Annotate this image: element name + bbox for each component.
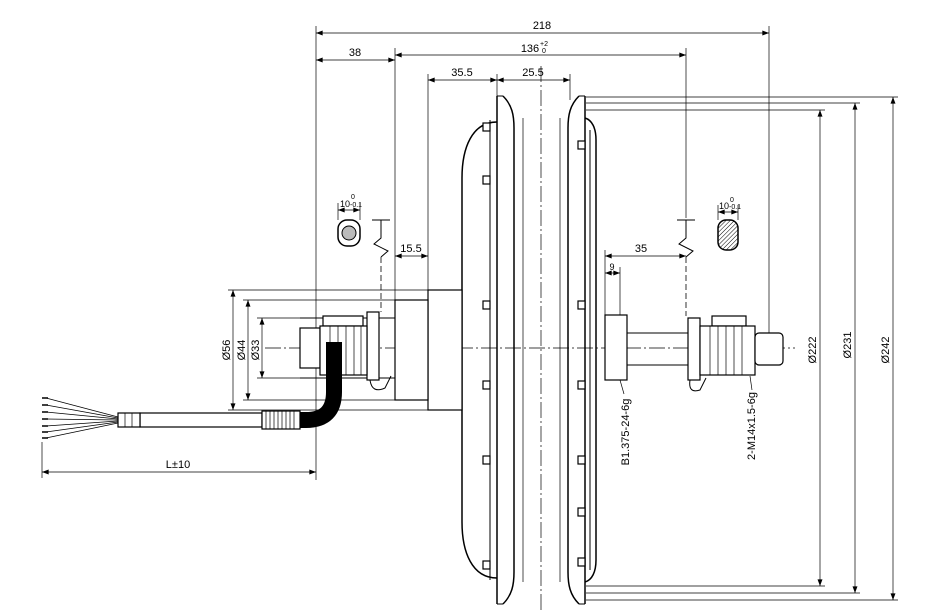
left-axle-flat-profile: 10 0 -0.1: [337, 194, 362, 247]
right-bolt: [577, 507, 586, 517]
right-shell-outline: [584, 117, 597, 583]
dimension-left-flat: 10: [340, 199, 350, 209]
left-hub-boss: [427, 289, 463, 411]
left-flat-profile-outline: [337, 219, 361, 247]
cable-wire: [45, 404, 119, 419]
left-hub-step: [394, 299, 429, 401]
left-bolt: [482, 455, 491, 465]
cable-wire: [45, 421, 119, 433]
dimension-hub-d2: Ø44: [236, 340, 248, 361]
cable-strain-relief: [261, 410, 301, 430]
cable-elbow-fill: [300, 342, 341, 427]
left-axle-end: [299, 327, 321, 369]
section-break-lines: [372, 219, 695, 316]
dimension-hub-width-lower-tolerance: 0: [542, 48, 546, 55]
right-axle-washer: [687, 317, 701, 381]
dimension-overall-width: 218: [533, 20, 551, 32]
step-dimensions: 15.5 35 9: [394, 243, 686, 315]
right-bolt: [577, 300, 586, 310]
axle-thread-leader: [749, 375, 753, 391]
cable-wire: [45, 420, 119, 427]
dimension-rim-d3: Ø242: [880, 337, 892, 364]
freewheel-thread-label: B1.375-24-6g: [620, 399, 632, 466]
hub-diameter-dimensions: Ø56 Ø44 Ø33: [221, 289, 428, 411]
dimension-right-flat-upper-tolerance: 0: [730, 197, 734, 204]
cable-wire: [45, 422, 119, 439]
dimension-hub-width-upper-tolerance: +2: [540, 41, 548, 48]
dimension-left-offset: 38: [349, 47, 361, 59]
thread-callouts: B1.375-24-6g 2-M14x1.5-6g: [619, 375, 758, 466]
dimension-spacer: 9: [609, 262, 614, 272]
right-bolt: [577, 140, 586, 150]
dimension-hub-d3: Ø33: [250, 340, 262, 361]
right-axle-flat-profile: 10 0 -0.1: [717, 197, 741, 251]
right-torque-washer-hook: [689, 377, 707, 392]
axle-thread-label: 2-M14x1.5-6g: [746, 392, 758, 460]
right-hub-assembly: [604, 314, 784, 392]
dimension-left-flat-lower-tolerance: -0.1: [350, 202, 362, 209]
dimension-cable-length: L±10: [166, 459, 190, 471]
rim: [496, 95, 586, 605]
left-bolt: [482, 560, 491, 570]
left-axle-washer: [366, 311, 380, 381]
dimension-left-flat-upper-tolerance: 0: [351, 194, 355, 201]
left-bolt: [482, 122, 491, 132]
freewheel-thread-leader: [619, 379, 625, 395]
right-bolt: [577, 557, 586, 567]
dimension-hub-d1: Ø56: [221, 340, 233, 361]
right-axle-nut-collar: [711, 315, 747, 327]
dimension-right-section: 25.5: [522, 67, 543, 79]
left-flat-profile-bore: [341, 225, 357, 241]
left-bolt: [482, 300, 491, 310]
right-axle-end: [754, 332, 784, 366]
dimension-rim-d1: Ø222: [807, 337, 819, 364]
dimension-hub-width: 136: [521, 43, 539, 55]
dimension-right-step: 35: [635, 243, 647, 255]
left-bolt: [482, 380, 491, 390]
left-section-break: [372, 219, 390, 258]
cable-end-sleeve: [117, 412, 141, 428]
cable-wire: [45, 411, 119, 420]
cable-sheath: [139, 412, 263, 428]
right-bolt: [577, 455, 586, 465]
top-dimensions: 218 136 +2 0 38 35.5 25.5: [315, 20, 770, 480]
rim-right-wall: [567, 95, 580, 605]
right-bolt: [577, 380, 586, 390]
dimension-right-flat: 10: [719, 201, 729, 211]
shell-bolts: [482, 122, 586, 570]
rim-left-wall: [502, 95, 515, 605]
left-bolt: [482, 175, 491, 185]
rim-diameter-dimensions: Ø222 Ø231 Ø242: [586, 96, 898, 601]
cable-wire: [45, 397, 119, 418]
left-shell-outline: [461, 121, 498, 579]
left-hub-assembly: [299, 289, 463, 411]
cable-length-dimension: L±10: [41, 442, 317, 478]
right-axle-nut: [699, 325, 756, 376]
right-bearing-housing: [604, 314, 628, 381]
dimension-left-section: 35.5: [451, 67, 472, 79]
motor-shell: [461, 117, 597, 583]
right-flat-profile-outline: [717, 219, 739, 251]
right-section-break: [677, 219, 695, 258]
dimension-rim-d2: Ø231: [842, 332, 854, 359]
motor-cable: [42, 342, 342, 439]
left-axle-nut-collar: [322, 315, 364, 327]
cable-wire: [45, 418, 119, 421]
left-torque-washer-hook: [369, 375, 392, 391]
dimension-right-flat-lower-tolerance: -0.1: [729, 204, 741, 211]
dimension-left-step: 15.5: [400, 243, 421, 255]
